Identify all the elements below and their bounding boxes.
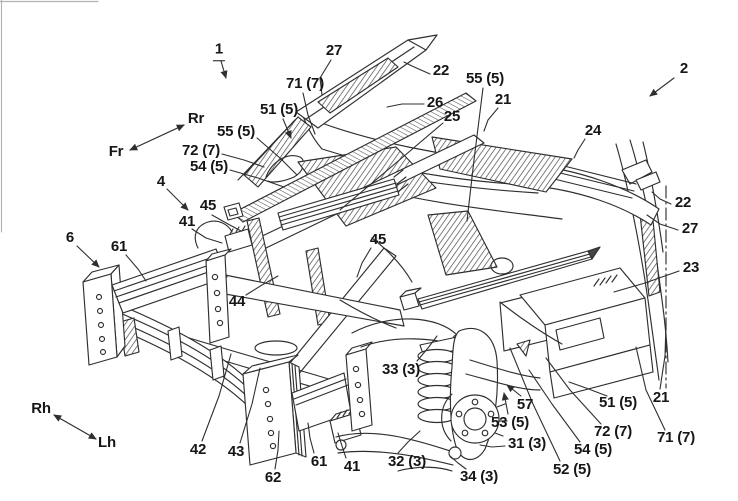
leader-2 [649, 77, 675, 97]
right-bumper-plate [242, 354, 307, 466]
leader-1 [220, 60, 228, 79]
leader-lines [53, 59, 680, 470]
leader-41-bottom [337, 432, 347, 459]
leader-31-3 [479, 444, 506, 448]
leader-44 [245, 275, 279, 296]
striped-cross-member [277, 169, 409, 231]
suspension-assembly [335, 318, 541, 472]
direction-arrow-fr-rr [129, 124, 185, 151]
leader-27-right [646, 214, 679, 231]
left-bumper-plate [82, 264, 126, 366]
direction-arrow-rh-lh [53, 414, 97, 440]
leader-72-7-left [221, 153, 265, 168]
leader-22-top [403, 61, 431, 75]
tower-plates [205, 248, 373, 432]
leader-71-7-top [302, 92, 316, 135]
leader-6 [76, 245, 100, 268]
leader-51-5-top [282, 118, 292, 139]
leader-45-left [211, 214, 242, 232]
leader-4 [166, 188, 189, 211]
leader-21-top [483, 107, 499, 132]
leader-43 [239, 367, 261, 444]
leader-62 [274, 430, 280, 470]
leader-54-5-left [229, 169, 285, 188]
side-panel [615, 139, 669, 381]
leader-21-bottom [659, 323, 667, 390]
leader-33-3 [416, 335, 438, 362]
crash-boxes [111, 225, 363, 444]
leader-22-right [651, 191, 672, 205]
leader-34-3 [449, 455, 467, 470]
leader-53-5 [501, 392, 509, 415]
leader-71-7-bottom [635, 346, 666, 431]
leader-72-7-bottom [545, 357, 602, 425]
leader-45-center [356, 247, 372, 278]
leader-25 [339, 122, 444, 211]
leader-57 [506, 384, 522, 397]
torque-box [490, 257, 654, 399]
leader-54-5-bottom [528, 369, 581, 443]
bumper-beam [87, 291, 252, 410]
leader-61-bottom [307, 422, 315, 454]
leader-24 [573, 138, 586, 159]
leader-27-top [319, 59, 332, 96]
leader-42 [201, 353, 232, 442]
leader-51-5-bottom [568, 381, 608, 397]
leader-32-3 [397, 430, 421, 454]
leader-26 [386, 103, 425, 108]
leader-55-5-center [466, 87, 484, 222]
leader-55-5-left [256, 137, 298, 176]
leader-61-left [125, 254, 147, 282]
leader-23 [613, 270, 680, 293]
tower-bar [399, 246, 601, 311]
leader-52-5 [509, 347, 561, 462]
leader-41-left [191, 228, 223, 244]
page-edge-lines [0, 0, 99, 233]
